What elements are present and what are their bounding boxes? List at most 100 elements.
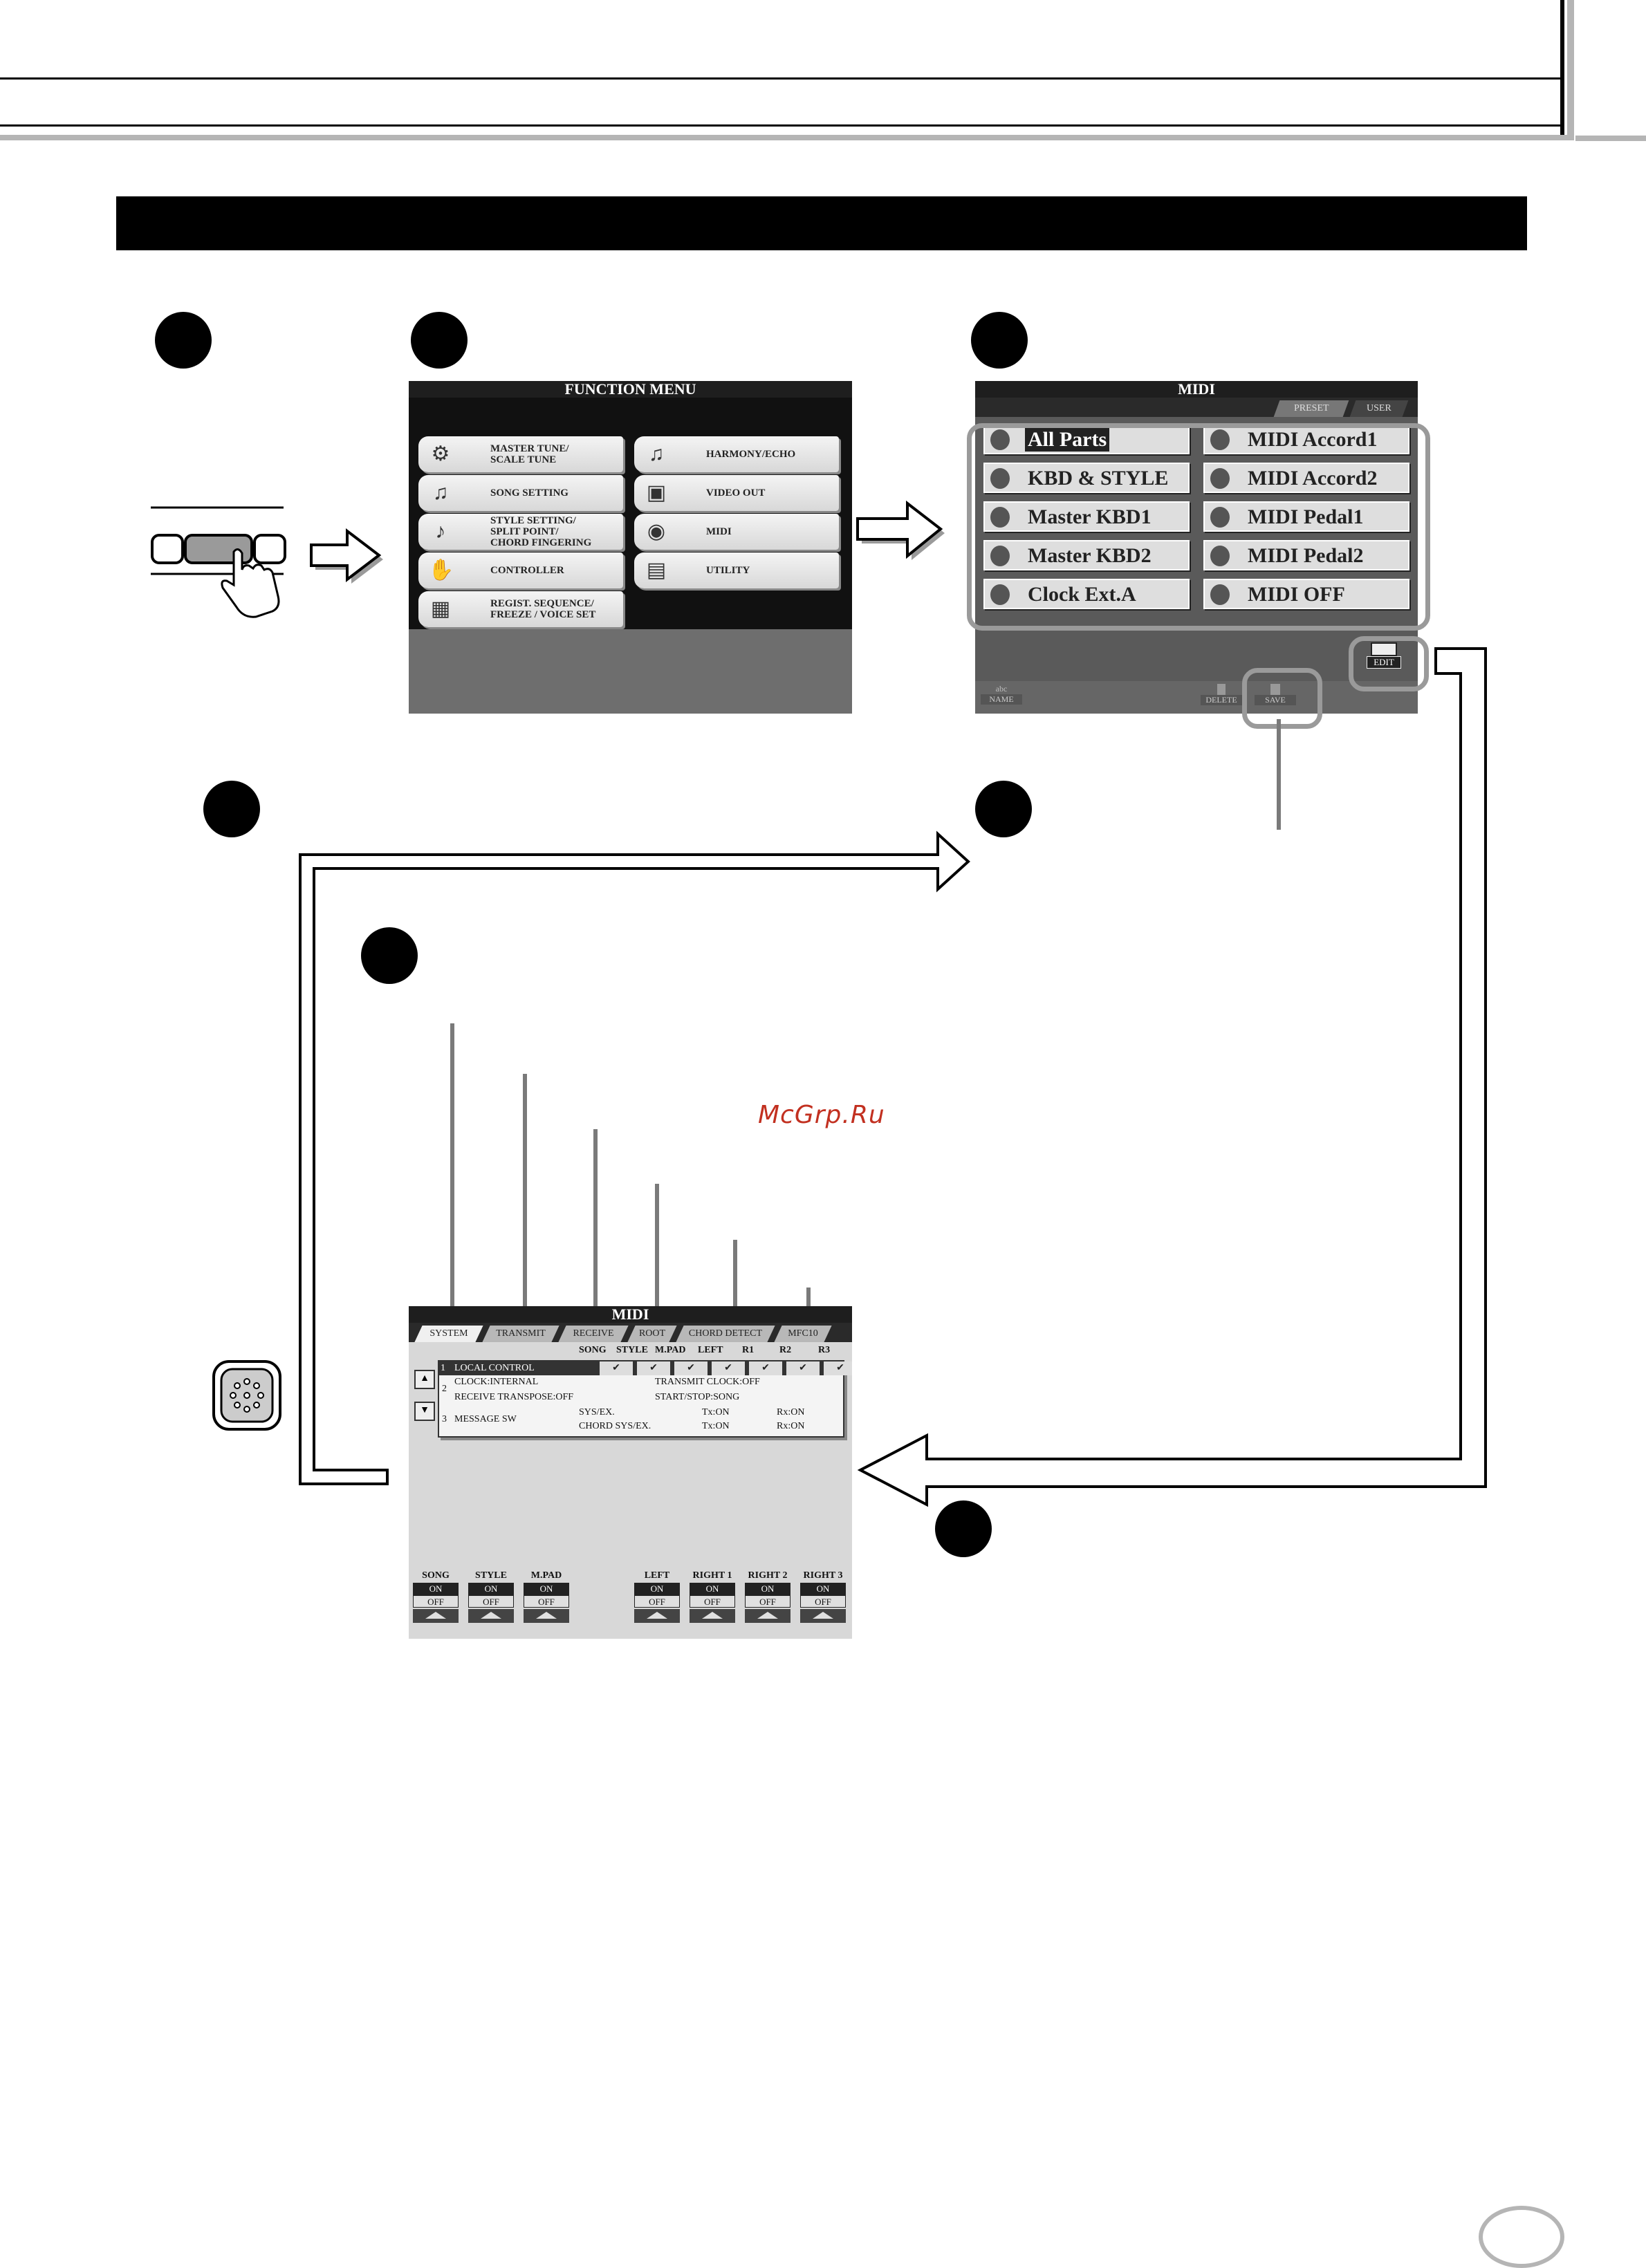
midi-icon: ◉ [647,520,666,543]
up-arrow-icon[interactable] [800,1609,846,1623]
menu-item-style-setting[interactable]: ♪ STYLE SETTING/ SPLIT POINT/ CHORD FING… [418,514,623,550]
row-chord-sysex[interactable]: CHORD SYS/EX. [579,1421,651,1431]
menu-item-regist-sequence[interactable]: ▦ REGIST. SEQUENCE/ FREEZE / VOICE SET [418,591,623,627]
check-icon[interactable]: ✔ [824,1361,852,1375]
midi-select-screen: MIDI PRESET USER All Parts KBD & STYLE M… [975,381,1418,714]
system-tabs-bar: SYSTEM TRANSMIT RECEIVE ROOT CHORD DETEC… [409,1323,852,1342]
row-sysex[interactable]: SYS/EX. [579,1407,615,1418]
step-marker-2 [411,312,468,369]
midi-item-midi-off[interactable]: MIDI OFF [1203,579,1409,609]
tab-system[interactable]: SYSTEM [414,1326,483,1342]
row-clock[interactable]: CLOCK:INTERNAL [454,1377,539,1387]
tab-root[interactable]: ROOT [627,1326,677,1342]
check-icon[interactable]: ✔ [637,1361,670,1375]
row-chord-sysex-tx[interactable]: Tx:ON [702,1421,730,1431]
part-switch-mpad[interactable]: M.PAD ON OFF [524,1570,569,1623]
up-arrow-icon[interactable] [524,1609,569,1623]
tuning-fork-icon: ⚙ [431,443,450,465]
midi-item-midi-pedal2[interactable]: MIDI Pedal2 [1203,540,1409,570]
part-switch-right1[interactable]: RIGHT 1 ON OFF [690,1570,735,1623]
up-arrow-icon[interactable] [745,1609,790,1623]
menu-item-label: UTILITY [706,565,750,576]
callout-receive [593,1129,598,1332]
row-number-2: 2 [442,1384,447,1394]
row-message-sw: MESSAGE SW [454,1414,517,1424]
callout-root [655,1184,659,1332]
menu-item-video-out[interactable]: ▣ VIDEO OUT [634,475,839,511]
tab-receive[interactable]: RECEIVE [558,1326,629,1342]
save-button[interactable]: SAVE [1255,684,1296,705]
arrow-right-2 [856,500,945,560]
name-button[interactable]: abc NAME [981,684,1022,705]
up-arrow-icon[interactable] [468,1609,514,1623]
folder-icon: abc [995,684,1008,694]
part-switch-right2[interactable]: RIGHT 2 ON OFF [745,1570,790,1623]
delete-button[interactable]: DELETE [1201,684,1242,705]
menu-item-midi[interactable]: ◉ MIDI [634,514,839,550]
menu-item-song-setting[interactable]: ♫ SONG SETTING [418,475,623,511]
menu-item-harmony-echo[interactable]: ♫ HARMONY/ECHO [634,436,839,472]
row-sysex-rx[interactable]: Rx:ON [777,1407,805,1418]
menu-item-controller[interactable]: ✋ CONTROLLER [418,552,623,588]
highlight-midi-list [967,423,1430,631]
scroll-down-button[interactable]: ▼ [414,1402,435,1421]
midi-item-midi-accord2[interactable]: MIDI Accord2 [1203,463,1409,493]
tab-transmit[interactable]: TRANSMIT [482,1326,560,1342]
column-header-mpad: M.PAD [655,1345,686,1355]
check-icon[interactable]: ✔ [712,1361,745,1375]
tab-mfc10[interactable]: MFC10 [774,1326,832,1342]
check-icon[interactable]: ✔ [674,1361,708,1375]
edit-button[interactable]: EDIT [1367,642,1401,670]
midi-item-master-kbd1[interactable]: Master KBD1 [983,501,1190,532]
step-marker-4 [203,781,260,837]
row-transmit-clock[interactable]: TRANSMIT CLOCK:OFF [655,1377,760,1387]
midi-item-all-parts[interactable]: All Parts [983,424,1190,454]
up-arrow-icon[interactable] [634,1609,680,1623]
check-icon[interactable]: ✔ [749,1361,782,1375]
check-icon[interactable]: ✔ [600,1361,633,1375]
up-arrow-icon[interactable] [413,1609,459,1623]
menu-item-label: STYLE SETTING/ SPLIT POINT/ CHORD FINGER… [490,515,592,548]
row-local-control[interactable]: 1 LOCAL CONTROL ✔ ✔ ✔ ✔ ✔ ✔ ✔ [439,1361,852,1375]
row-chord-sysex-rx[interactable]: Rx:ON [777,1421,805,1431]
column-header-left: LEFT [698,1345,723,1355]
scroll-up-button[interactable]: ▲ [414,1370,435,1389]
page-edge-bar-gray [1567,0,1574,140]
page-number-circle [1479,2206,1564,2268]
function-button-illustration[interactable] [151,503,289,622]
part-switch-right3[interactable]: RIGHT 3 ON OFF [800,1570,846,1623]
data-dial-icon[interactable] [212,1359,282,1431]
midi-file-icon [989,467,1011,490]
row-receive-transpose[interactable]: RECEIVE TRANSPOSE:OFF [454,1392,574,1402]
trash-icon [1217,684,1226,695]
system-page: SONG STYLE M.PAD LEFT R1 R2 R3 ▲ ▼ 1 LOC… [409,1342,852,1639]
midi-item-midi-pedal1[interactable]: MIDI Pedal1 [1203,501,1409,532]
up-arrow-icon[interactable] [690,1609,735,1623]
disk-icon [1270,684,1280,695]
check-icon[interactable]: ✔ [786,1361,820,1375]
midi-item-kbd-style[interactable]: KBD & STYLE [983,463,1190,493]
midi-file-list: All Parts KBD & STYLE Master KBD1 Master… [975,417,1418,687]
midi-item-master-kbd2[interactable]: Master KBD2 [983,540,1190,570]
tab-preset[interactable]: PRESET [1273,400,1349,417]
music-note-icon: ♫ [432,481,449,504]
part-switch-left[interactable]: LEFT ON OFF [634,1570,680,1623]
row-sysex-tx[interactable]: Tx:ON [702,1407,730,1418]
tab-user[interactable]: USER [1349,400,1409,417]
bottom-button-bar [975,681,1418,714]
part-switch-style[interactable]: STYLE ON OFF [468,1570,514,1623]
header-rule-bottom [0,124,1560,127]
tab-chord-detect[interactable]: CHORD DETECT [676,1326,775,1342]
column-header-style: STYLE [616,1345,648,1355]
menu-item-utility[interactable]: ▤ UTILITY [634,552,839,588]
midi-system-screen: MIDI SYSTEM TRANSMIT RECEIVE ROOT CHORD … [409,1306,852,1639]
double-note-icon: ♫ [648,443,665,465]
midi-item-clock-ext-a[interactable]: Clock Ext.A [983,579,1190,609]
step-marker-6 [361,927,418,984]
menu-item-label: VIDEO OUT [706,487,766,499]
menu-item-master-tune[interactable]: ⚙ MASTER TUNE/ SCALE TUNE [418,436,623,472]
screen-title: MIDI [975,381,1418,398]
part-switch-song[interactable]: SONG ON OFF [413,1570,459,1623]
row-start-stop[interactable]: START/STOP:SONG [655,1392,740,1402]
column-header-r3: R3 [818,1345,831,1355]
